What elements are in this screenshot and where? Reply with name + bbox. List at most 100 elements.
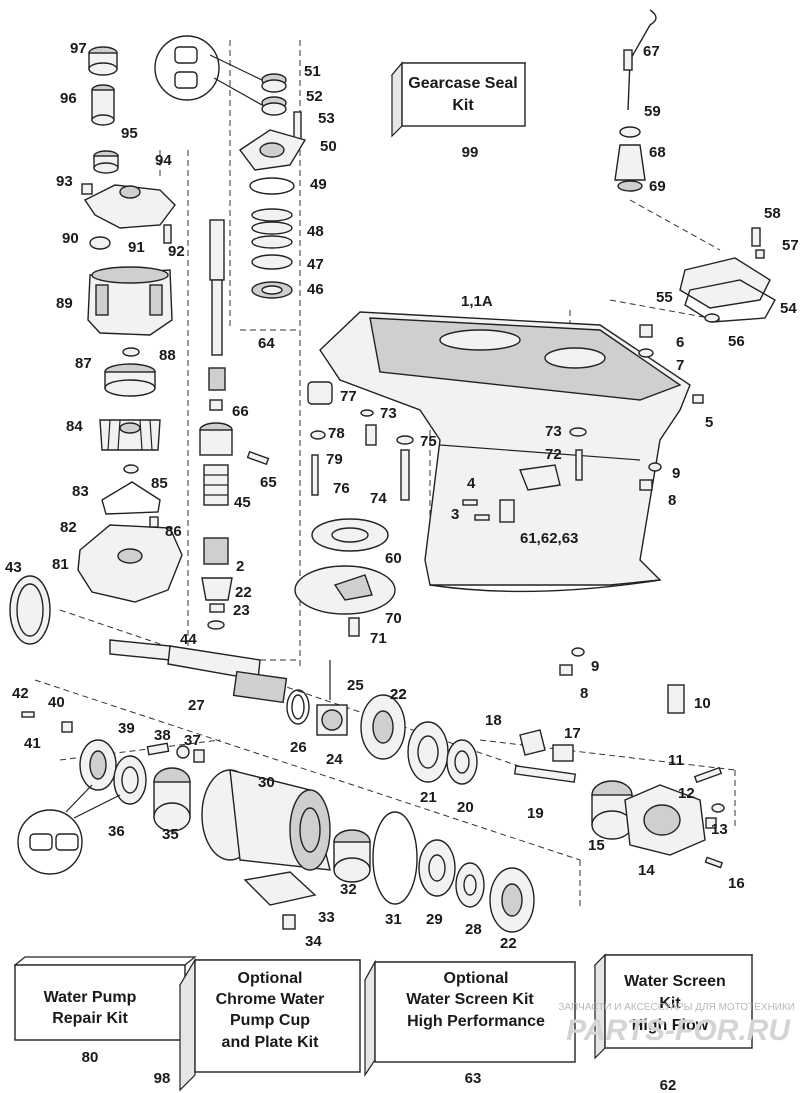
part-92-pin <box>163 224 172 244</box>
callout: 54 <box>780 300 797 317</box>
kit-label: Chrome Water <box>216 991 325 1008</box>
kit-number: 80 <box>82 1049 99 1066</box>
callout: 46 <box>307 281 324 298</box>
callout: 33 <box>318 909 335 926</box>
part-50-housing <box>238 129 307 171</box>
part-49-gasket <box>249 177 295 195</box>
part-30-gear-housing <box>201 769 331 871</box>
part-67-shift-rod <box>623 9 657 111</box>
callout: 36 <box>108 823 125 840</box>
part-14-bearing-carrier <box>624 784 706 856</box>
callout: 18 <box>485 712 502 729</box>
part-18-19-shift-parts <box>513 729 577 783</box>
part-86-pin <box>149 516 159 528</box>
callout: 1,1A <box>461 293 493 310</box>
part-84-impeller <box>99 419 161 451</box>
kit-box-water-screen-hp: Optional Water Screen Kit High Performan… <box>363 959 577 1087</box>
part-51-52-seals <box>261 73 287 116</box>
callout: 76 <box>333 480 350 497</box>
part-65-key <box>246 450 270 466</box>
part-10-11-12-13-16-hardware <box>667 684 725 869</box>
callout: 22 <box>500 935 517 952</box>
kit-label: Kit <box>452 97 474 114</box>
callout: 94 <box>155 152 172 169</box>
callout: 14 <box>638 862 655 879</box>
part-71-screw <box>348 617 360 637</box>
kit-label: Repair Kit <box>52 1010 128 1027</box>
callout: 52 <box>306 88 323 105</box>
callout: 96 <box>60 90 77 107</box>
callout: 17 <box>564 725 581 742</box>
callout: 27 <box>188 697 205 714</box>
part-77-pad <box>307 381 333 405</box>
kit-number: 99 <box>462 144 479 161</box>
kit-label: High Flow <box>632 1017 709 1034</box>
kit-number: 98 <box>154 1070 171 1087</box>
callout: 47 <box>307 256 324 273</box>
callout: 78 <box>328 425 345 442</box>
callout: 66 <box>232 403 249 420</box>
part-48-shims <box>251 208 293 249</box>
callout: 70 <box>385 610 402 627</box>
callout: 10 <box>694 695 711 712</box>
part-79-74-76-bolts <box>311 424 583 501</box>
callout: 41 <box>24 735 41 752</box>
callout: 67 <box>643 43 660 60</box>
callout: 22 <box>390 686 407 703</box>
callout: 37 <box>184 732 201 749</box>
callout: 86 <box>165 523 182 540</box>
callout: 69 <box>649 178 666 195</box>
callout: 89 <box>56 295 73 312</box>
callout: 16 <box>728 875 745 892</box>
callout: 93 <box>56 173 73 190</box>
callout: 77 <box>340 388 357 405</box>
callout: 26 <box>290 739 307 756</box>
part-9-8-drain <box>559 462 662 676</box>
callout: 39 <box>118 720 135 737</box>
seal-detail-circle-top <box>154 35 263 106</box>
callout: 71 <box>370 630 387 647</box>
callout: 35 <box>162 826 179 843</box>
callout: 59 <box>644 103 661 120</box>
part-89-pump-cup <box>87 266 173 336</box>
callout: 45 <box>234 494 251 511</box>
callout: 48 <box>307 223 324 240</box>
part-66-pin <box>209 399 223 411</box>
callout: 53 <box>318 110 335 127</box>
callout: 32 <box>340 881 357 898</box>
part-85-key <box>123 464 139 474</box>
callout: 61,62,63 <box>520 530 578 547</box>
part-56-oring <box>704 313 720 323</box>
watermark: ЗАПЧАСТИ И АКСЕССУАРЫ ДЛЯ МОТОТЕХНИКИ PA… <box>558 1002 795 1047</box>
callout: 60 <box>385 550 402 567</box>
callout: 97 <box>70 40 87 57</box>
callout: 57 <box>782 237 799 254</box>
callout: 42 <box>12 685 29 702</box>
part-82-plate <box>77 524 183 603</box>
callout: 74 <box>370 490 387 507</box>
part-4-3-61-screws <box>462 499 515 523</box>
part-55-54-cover <box>679 257 776 323</box>
callout: 24 <box>326 751 343 768</box>
callout: 19 <box>527 805 544 822</box>
part-97-seal <box>88 46 118 76</box>
callout: 38 <box>154 727 171 744</box>
kit-label: Pump Cup <box>230 1012 310 1029</box>
part-93-screw <box>81 183 93 195</box>
callout: 72 <box>545 446 562 463</box>
callout: 49 <box>310 176 327 193</box>
kit-label: Kit <box>659 995 681 1012</box>
part-72-screen <box>519 464 561 491</box>
callout: 6 <box>676 334 684 351</box>
part-22-forward-gear <box>360 694 406 760</box>
kit-label: High Performance <box>407 1013 545 1030</box>
kit-box-water-screen-hf: Water Screen Kit High Flow 62 <box>593 953 754 1093</box>
kit-label: Water Screen <box>624 973 726 990</box>
part-17-detent <box>552 744 574 762</box>
callout: 25 <box>347 677 364 694</box>
callout: 40 <box>48 694 65 711</box>
callout: 13 <box>711 821 728 838</box>
part-24-clutch <box>316 704 348 736</box>
